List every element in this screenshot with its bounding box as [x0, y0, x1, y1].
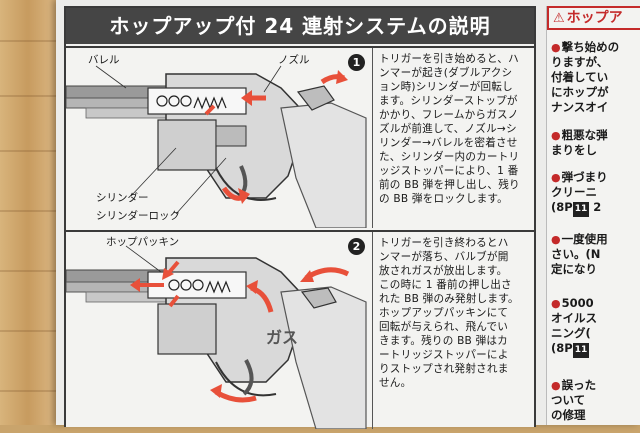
warning-line: 弾づまり	[561, 170, 608, 184]
warning-line: 撃ち始めの	[561, 40, 620, 54]
warning-line: ナンスオイ	[551, 100, 609, 114]
warning-line: ニング(	[551, 326, 591, 340]
step-2-section: ホップパッキン ガス 2 トリガーを引き終わるとハ ンマーが落ち、バルブが開 放…	[65, 230, 534, 430]
bullet-icon: ●	[551, 171, 561, 184]
desc-line: ッジストッパーにより、1 番	[379, 165, 519, 177]
desc-line: リンダー→バレルを密着させ	[379, 137, 518, 149]
warning-triangle-icon: ⚠	[553, 11, 565, 26]
desc-line: ンマーが落ち、バルブが開	[379, 251, 509, 263]
bullet-icon: ●	[551, 233, 561, 246]
desc-line: りストップされ発射されま	[379, 363, 509, 375]
step-2-diagram: ホップパッキン ガス 2	[65, 232, 373, 430]
label-nozzle: ノズル	[278, 54, 310, 66]
label-cylinder: シリンダー	[96, 192, 149, 204]
warning-line: ります	[551, 55, 586, 69]
warning-column: ⚠ホップア ●撃ち始めの りますが、 付着してい にホップが ナンスオイ ●粗悪…	[546, 6, 640, 425]
desc-line: の BB 弾をロックします。	[379, 193, 508, 205]
desc-line: 前の BB 弾を押し出し、残り	[379, 179, 520, 191]
warning-line: 一度使用	[561, 232, 608, 246]
step-2-number-badge: 2	[348, 238, 365, 255]
label-gas: ガス	[266, 328, 299, 347]
instruction-panel: ホップアップ付 24 連射システムの説明	[64, 6, 536, 430]
desc-line: トリガーを引き終わるとハ	[379, 237, 509, 249]
desc-line: ンマーが起き(ダブルアクシ	[379, 67, 513, 79]
warning-item-1: ●撃ち始めの りますが、 付着してい にホップが ナンスオイ	[551, 40, 640, 115]
page-ref-badge: 11	[572, 343, 590, 358]
warning-item-2: ●粗悪な弾 まりをし	[551, 128, 640, 158]
desc-line: かかり、フレームからガスノ	[379, 109, 519, 121]
page-title: ホップアップ付 24 連射システムの説明	[66, 8, 534, 44]
label-cylinder-lock: シリンダーロック	[96, 210, 180, 222]
desc-line: トリガーを引き始めると、ハ	[379, 53, 519, 65]
step-2-description: トリガーを引き終わるとハ ンマーが落ち、バルブが開 放されガスが放出します。 こ…	[379, 236, 529, 390]
warning-line: さい。(N	[551, 247, 601, 261]
warning-line: 定になり	[551, 262, 597, 276]
label-hop-packing: ホップパッキン	[106, 236, 180, 248]
desc-line: れた BB 弾のみ発射します。	[379, 293, 519, 305]
warning-line: ついて	[551, 393, 586, 407]
warning-line: が、	[585, 55, 609, 69]
step-1-section: バレル ノズル シリンダー シリンダーロック 1 トリガーを引き始めると、ハ ン…	[65, 46, 534, 229]
desc-line: 回転が与えられ、飛んでい	[379, 321, 509, 333]
warning-line: まりをし	[551, 143, 597, 157]
warning-line: にホップが	[551, 85, 609, 99]
step-1-description: トリガーを引き始めると、ハ ンマーが起き(ダブルアクシ ョン時)シリンダーが回転…	[379, 52, 529, 206]
desc-line: ートリッジストッパーによ	[379, 349, 509, 361]
warning-line: 2	[593, 200, 602, 214]
desc-line: ョン時)シリンダーが回転し	[379, 81, 513, 93]
warning-line: の修理	[551, 408, 586, 422]
warning-item-4: ●一度使用 さい。(N 定になり	[551, 232, 640, 277]
warning-heading-text: ホップア	[566, 10, 623, 26]
warning-line: 誤った	[561, 378, 597, 392]
step-1-number-badge: 1	[348, 54, 365, 71]
desc-line: ズルが前進して、ノズル→シ	[379, 123, 517, 135]
warning-line: (8P	[551, 341, 573, 355]
bullet-icon: ●	[551, 297, 561, 310]
step-1-diagram: バレル ノズル シリンダー シリンダーロック 1	[65, 48, 373, 229]
page-ref-badge: 11	[572, 202, 590, 217]
desc-line: ます。シリンダーストップが	[379, 95, 518, 107]
warning-line: 粗悪な弾	[561, 128, 608, 142]
bullet-icon: ●	[551, 41, 561, 54]
revolver-cutaway-diagram-2	[65, 245, 367, 430]
warning-line: オイルス	[551, 311, 597, 325]
warning-line: 5000	[561, 296, 594, 310]
desc-line: 放されガスが放出します。	[379, 265, 508, 277]
warning-line: クリーニ	[551, 185, 597, 199]
label-barrel: バレル	[88, 54, 120, 66]
desc-line: この時に 1 番前の押し出さ	[379, 279, 512, 291]
warning-line: (8P	[551, 200, 573, 214]
bullet-icon: ●	[551, 129, 561, 142]
desc-line: た、シリンダー内のカートリ	[379, 151, 520, 163]
desc-line: せん。	[379, 377, 412, 389]
revolver-cutaway-diagram-1	[65, 65, 367, 229]
desc-line: ホップアップパッキンにて	[379, 307, 509, 319]
warning-heading: ⚠ホップア	[547, 6, 640, 30]
warning-line: 付着してい	[551, 70, 609, 84]
bullet-icon: ●	[551, 379, 561, 392]
warning-item-6: ●誤った ついて の修理	[551, 378, 640, 423]
desc-line: きます。残りの BB 弾はカ	[379, 335, 508, 347]
